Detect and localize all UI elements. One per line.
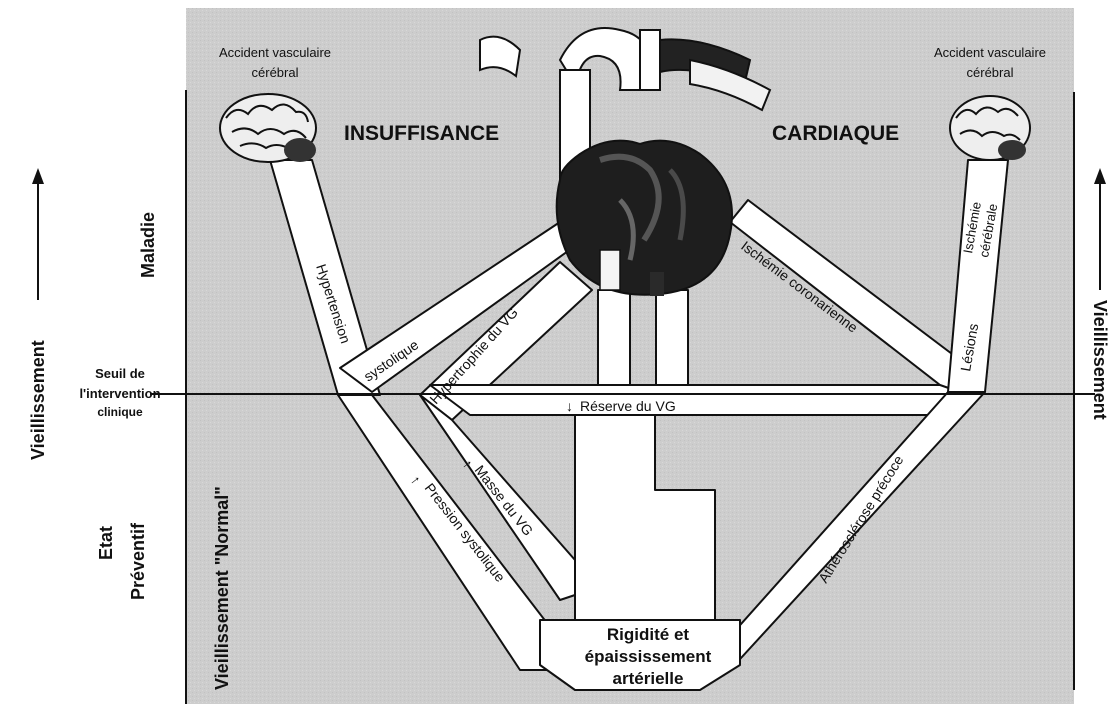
stroke-label-left-2: cérébral — [252, 65, 299, 80]
right-brain-icon — [950, 96, 1030, 160]
heart-icon — [557, 141, 732, 296]
etat-label-1: Etat — [96, 526, 116, 560]
title-insuffisance: INSUFFISANCE — [344, 122, 499, 145]
stroke-label-right-1: Accident vasculaire — [934, 45, 1046, 60]
right-axis-arrow — [1094, 168, 1106, 290]
threshold-label-1: Seuil de — [95, 366, 145, 381]
reserve-label: Réserve du VG — [580, 398, 676, 414]
stroke-label-right-2: cérébral — [967, 65, 1014, 80]
etat-label-2: Préventif — [128, 522, 148, 600]
right-axis-label: Vieillissement — [1090, 300, 1110, 420]
base-label-2: épaississement — [585, 647, 712, 666]
stroke-label-left-1: Accident vasculaire — [219, 45, 331, 60]
reserve-arrow: ↓ — [566, 398, 573, 414]
base-label-1: Rigidité et — [607, 625, 690, 644]
base-label-3: artérielle — [613, 669, 684, 688]
title-cardiaque: CARDIAQUE — [772, 122, 899, 145]
left-axis-arrow — [32, 168, 44, 300]
threshold-label-2: l'intervention — [79, 386, 160, 401]
normal-aging-label: Vieillissement "Normal" — [212, 486, 232, 690]
threshold-label-3: clinique — [97, 405, 143, 419]
maladie-label: Maladie — [138, 212, 158, 278]
left-axis-label: Vieillissement — [28, 340, 48, 460]
left-brain-icon — [220, 94, 316, 162]
